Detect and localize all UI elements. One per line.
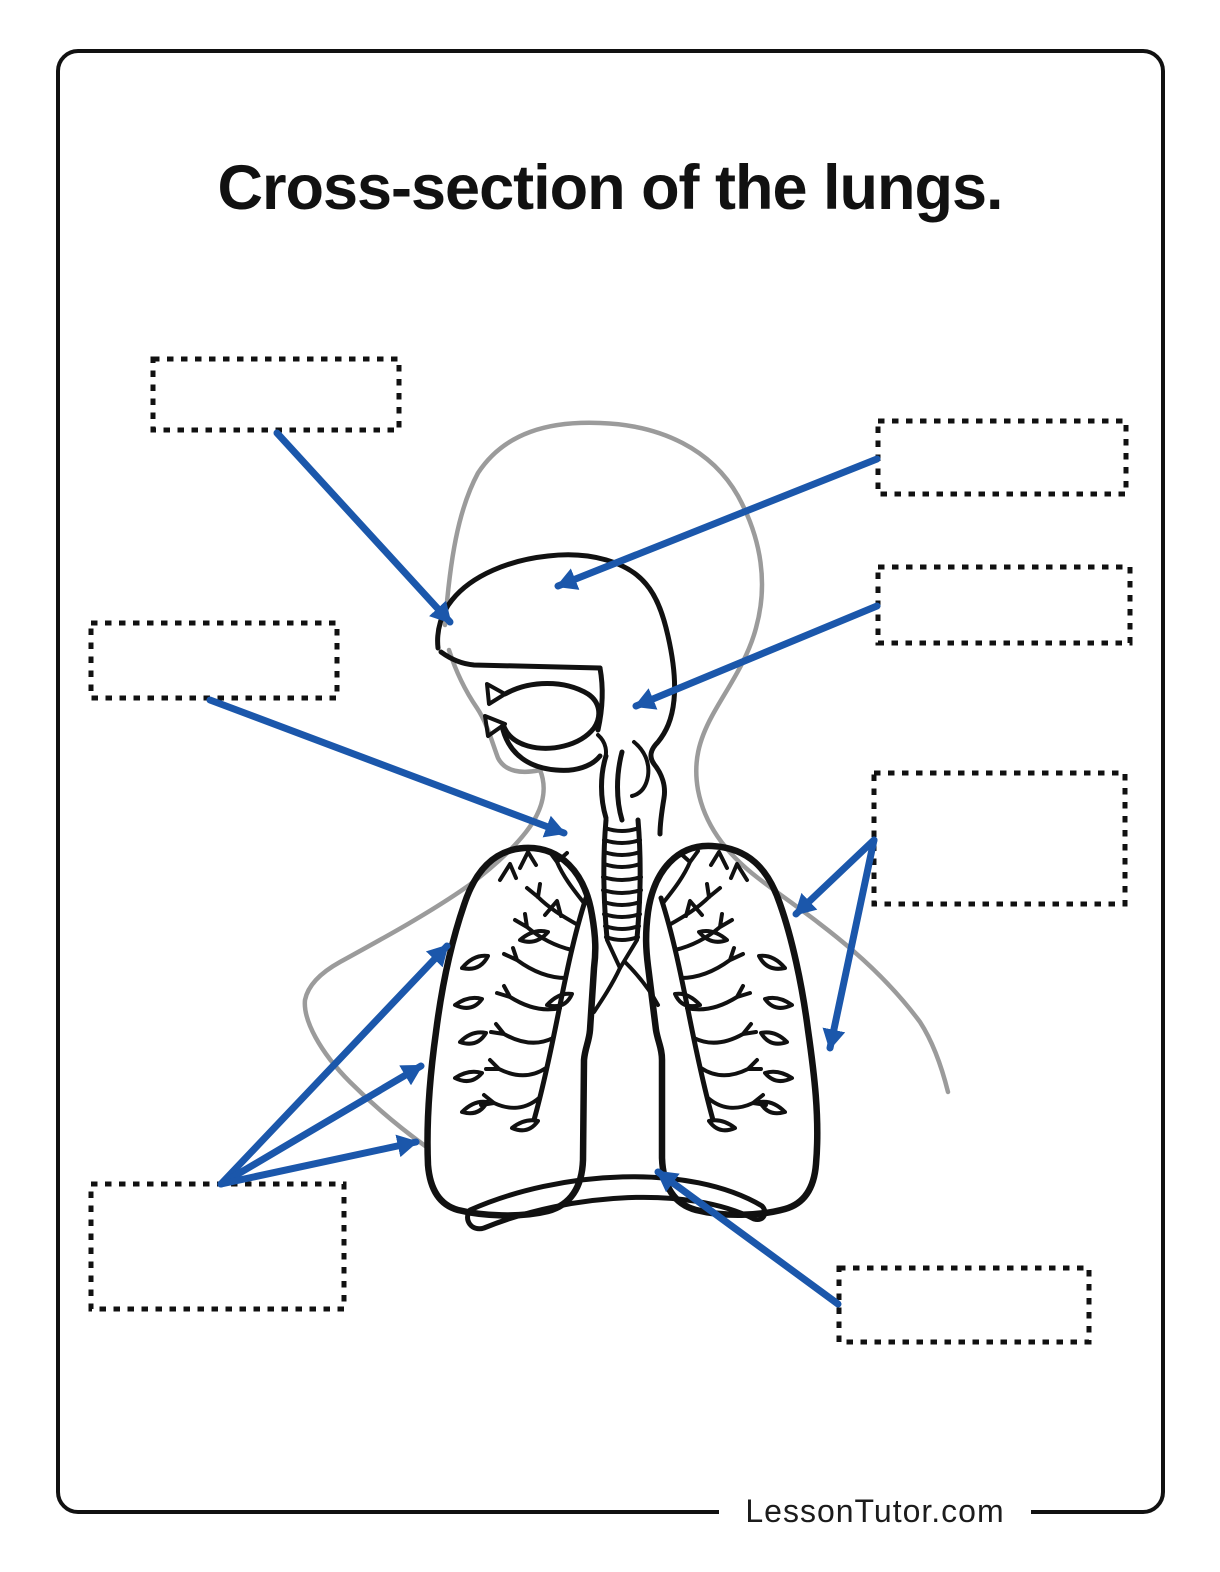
- lips: [483, 682, 507, 738]
- mouth-floor: [500, 727, 603, 773]
- arrow-to-right-lung-upper: [792, 836, 878, 918]
- pharynx: [648, 697, 677, 837]
- arrow-to-diaphragm: [654, 1168, 842, 1308]
- leader-arrows: [206, 429, 881, 1308]
- nostril-line: [438, 649, 603, 671]
- trachea: [601, 817, 643, 942]
- arrow-to-left-lung-upper: [217, 942, 451, 1188]
- arrow-to-nasal-cavity: [554, 455, 881, 590]
- label-box-right-lung: [871, 770, 1128, 907]
- tongue: [500, 681, 602, 751]
- arrow-to-nose: [273, 429, 454, 626]
- nasal-cavity: [435, 552, 678, 703]
- trachea-rings: [601, 826, 643, 942]
- label-box-left-lung: [88, 1181, 347, 1312]
- head-outline-back: [442, 420, 951, 1095]
- head-outline: [302, 420, 951, 1151]
- arrow-to-throat: [632, 602, 881, 710]
- arrow-to-right-lung-lower: [822, 836, 878, 1052]
- respiratory-system: [424, 552, 821, 1232]
- palate-line: [595, 665, 605, 733]
- diaphragm: [465, 1174, 768, 1232]
- arrow-to-left-lung-lower: [217, 1134, 420, 1188]
- left-lung: [424, 844, 599, 1219]
- carina: [592, 938, 660, 1014]
- footer-brand: LessonTutor.com: [719, 1491, 1031, 1531]
- page-title: Cross-section of the lungs.: [217, 153, 1003, 223]
- label-box-diaphragm: [836, 1265, 1092, 1345]
- label-box-trachea: [88, 620, 340, 701]
- larynx: [599, 740, 651, 823]
- arrow-to-trachea: [206, 696, 568, 838]
- bronchial-tree-left: [455, 851, 586, 1130]
- label-boxes: [88, 356, 1133, 1345]
- page-border: [56, 49, 1165, 1514]
- label-box-nasal-cavity: [875, 418, 1129, 497]
- label-box-nose: [150, 356, 402, 433]
- arrow-to-left-lung-mid: [217, 1062, 425, 1188]
- label-box-throat: [875, 564, 1133, 646]
